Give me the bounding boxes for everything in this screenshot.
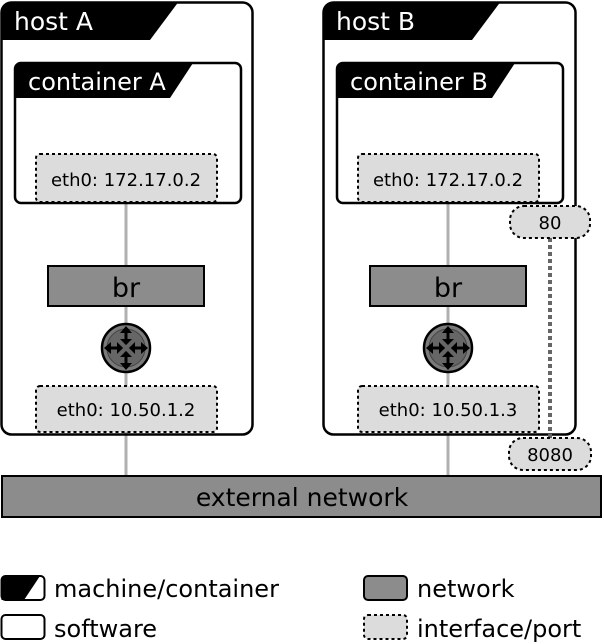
host-port-label: 8080 [527, 445, 573, 466]
legend-machine-label: machine/container [54, 575, 279, 603]
host-b-iface [357, 385, 540, 433]
legend-interface-swatch [363, 614, 408, 640]
legend-machine-swatch-fill [1, 576, 40, 600]
bridge-a [47, 265, 205, 307]
external-network [1, 475, 602, 518]
host-b: host B container B eth0: 172.17.0.2 br e… [322, 1, 592, 471]
container-a-iface [35, 153, 218, 203]
host-a-header [1, 2, 178, 40]
host-a-title: host A [14, 7, 93, 36]
legend-network-swatch [363, 575, 408, 601]
host-a-iface [35, 385, 218, 433]
container-a-header [15, 63, 193, 98]
host-b-header [323, 2, 500, 40]
legend-interface-port: interface/port [363, 614, 581, 643]
legend-network: network [363, 575, 515, 603]
container-b-header [337, 63, 515, 98]
container-a-iface-label: eth0: 172.17.0.2 [51, 170, 201, 191]
legend-machine-container: machine/container [0, 575, 279, 603]
router-icon [422, 322, 474, 374]
bridge-a-label: br [112, 273, 141, 304]
legend-interface-label: interface/port [417, 615, 581, 643]
legend-network-label: network [417, 575, 515, 603]
external-network-label: external network [196, 483, 409, 512]
router-icon [100, 322, 152, 374]
container-b-iface-label: eth0: 172.17.0.2 [373, 170, 523, 191]
legend-software-swatch [0, 614, 46, 640]
host-a: host A container A eth0: 172.17.0.2 br e… [0, 1, 254, 436]
host-a-iface-label: eth0: 10.50.1.2 [57, 400, 196, 421]
legend-software-label: software [54, 615, 157, 643]
container-port-label: 80 [539, 213, 562, 234]
container-a-title: container A [28, 68, 166, 96]
host-port [508, 437, 592, 471]
container-b-title: container B [350, 68, 488, 96]
links [124, 204, 450, 476]
legend: machine/container software network inter… [0, 575, 581, 643]
host-b-iface-label: eth0: 10.50.1.3 [379, 400, 518, 421]
legend-software: software [0, 614, 157, 643]
host-b-title: host B [336, 7, 415, 36]
bridge-b [369, 265, 527, 307]
container-port [509, 205, 591, 239]
container-b-iface [357, 153, 540, 203]
bridge-b-label: br [434, 273, 463, 304]
